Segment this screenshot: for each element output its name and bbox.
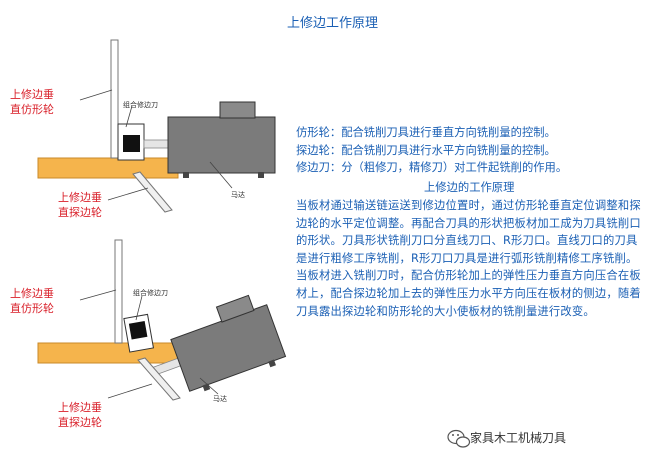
leader-line xyxy=(107,383,153,399)
motor-body xyxy=(167,116,276,174)
definition-profile-wheel: 仿形轮：配合铣削刀具进行垂直方向铣削量的控制。 xyxy=(296,126,556,139)
workpiece-board xyxy=(37,342,179,364)
cutter-label-top: 组合修边刀 xyxy=(123,101,158,109)
leader-line xyxy=(79,89,113,101)
motor-body xyxy=(170,304,287,392)
label-line: 上修边垂 xyxy=(58,191,102,204)
motor-foot xyxy=(183,172,189,178)
diagram-top xyxy=(37,39,276,213)
label-line: 上修边垂 xyxy=(10,287,54,300)
section-subheading: 上修边的工作原理 xyxy=(424,181,515,194)
label-line: 上修边垂 xyxy=(58,401,102,414)
label-line: 直仿形轮 xyxy=(10,302,54,315)
definition-probe-wheel: 探边轮：配合铣削刀具进行水平方向铣削量的控制。 xyxy=(296,143,556,157)
page-title: 上修边工作原理 xyxy=(286,16,378,31)
leader-line xyxy=(107,187,149,201)
cutter-block xyxy=(123,135,140,152)
leader-line xyxy=(199,377,219,395)
motor-shaft xyxy=(143,139,169,149)
cutter-block xyxy=(128,320,148,340)
probe-wheel-arm xyxy=(132,171,173,213)
principle-body-text: 当板材通过输送链运送到修边位置时，通过仿形轮垂直定位调整和探边轮的水平定位调整。… xyxy=(296,199,641,318)
leader-line xyxy=(125,105,133,128)
leader-line xyxy=(209,161,233,189)
definition-trim-cutter: 修边刀：分（粗修刀，精修刀）对工件起铣削的作用。 xyxy=(296,161,568,174)
label-line: 上修边垂 xyxy=(10,88,54,101)
profile-wheel-rod xyxy=(114,239,123,344)
motor-label-top: 马达 xyxy=(231,191,245,199)
motor-foot xyxy=(258,172,264,178)
profile-wheel-label-bottom: 上修边垂 直仿形轮 xyxy=(10,286,54,316)
definitions-list: 仿形轮：配合铣削刀具进行垂直方向铣削量的控制。 探边轮：配合铣削刀具进行水平方向… xyxy=(296,124,567,177)
motor-top-box xyxy=(219,101,256,119)
leader-line xyxy=(79,289,117,301)
motor-top-box xyxy=(215,294,255,323)
profile-wheel-rod xyxy=(110,39,119,159)
workpiece-board xyxy=(37,157,179,179)
wechat-logo-icon xyxy=(447,429,471,448)
probe-wheel-arm xyxy=(137,357,181,401)
diagram-bottom xyxy=(37,239,287,401)
label-line: 直仿形轮 xyxy=(10,103,54,116)
probe-wheel-label-bottom: 上修边垂 直探边轮 xyxy=(58,400,102,430)
leader-line xyxy=(135,295,143,321)
motor-foot xyxy=(268,359,276,368)
profile-wheel-label-top: 上修边垂 直仿形轮 xyxy=(10,87,54,117)
label-line: 直探边轮 xyxy=(58,416,102,429)
footer-brand: 家具木工机械刀具 xyxy=(470,431,567,445)
probe-wheel-label-top: 上修边垂 直探边轮 xyxy=(58,190,102,220)
label-line: 直探边轮 xyxy=(58,206,102,219)
cutter-label-bottom: 组合修边刀 xyxy=(133,289,168,297)
motor-label-bottom: 马达 xyxy=(213,395,227,403)
